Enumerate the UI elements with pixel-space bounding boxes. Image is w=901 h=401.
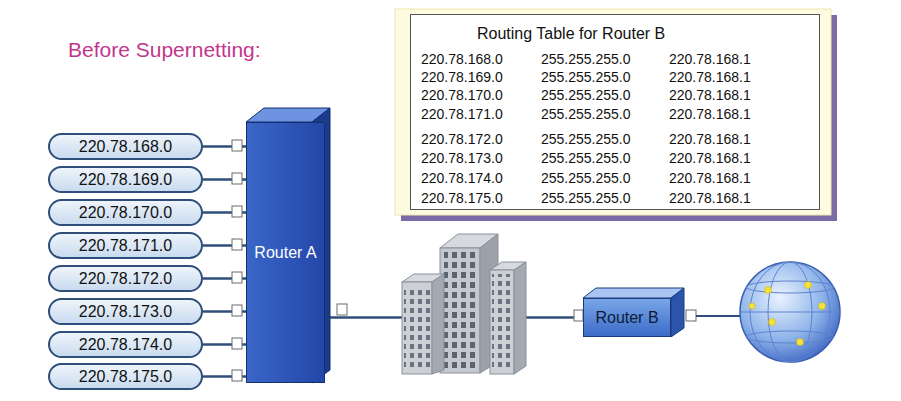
node-text: Routing Table for Router B	[477, 25, 665, 43]
table-cell: 220.78.168.1	[669, 69, 751, 85]
node-text: 220.78.169.0	[79, 171, 172, 189]
node-text: 220.78.171.0	[79, 237, 172, 255]
table-cell: 220.78.168.0	[421, 51, 503, 67]
network-box: 220.78.173.0	[48, 298, 203, 325]
network-box: 220.78.174.0	[48, 331, 203, 358]
table-frame	[395, 9, 831, 215]
globe-icon	[740, 262, 840, 362]
table-cell: 220.78.168.1	[669, 150, 751, 166]
network-box: 220.78.175.0	[48, 363, 203, 390]
table-cell: 220.78.168.1	[669, 51, 751, 67]
table-cell: 220.78.168.1	[669, 87, 751, 103]
table-cell: 220.78.175.0	[421, 190, 503, 206]
table-cell: 255.255.255.0	[541, 190, 631, 206]
network-box: 220.78.171.0	[48, 232, 203, 259]
table-cell: 255.255.255.0	[541, 69, 631, 85]
node-text: 220.78.173.0	[79, 303, 172, 321]
table-cell: 220.78.172.0	[421, 131, 503, 147]
table-cell: 220.78.168.1	[669, 170, 751, 186]
diagram-title: Before Supernetting:	[68, 38, 261, 62]
network-box: 220.78.169.0	[48, 166, 203, 193]
router-top	[583, 288, 684, 298]
table-cell: 255.255.255.0	[541, 170, 631, 186]
node-text: Router B	[595, 309, 658, 327]
table-cell: 220.78.168.1	[669, 131, 751, 147]
network-box: 220.78.170.0	[48, 199, 203, 226]
router-box: Router B	[583, 298, 671, 337]
routing-table: Routing Table for Router B 220.78.168.0 25…	[410, 14, 820, 210]
network-box: 220.78.172.0	[48, 265, 203, 292]
node-text: Router A	[254, 244, 316, 262]
router-box: Router A	[246, 122, 325, 383]
table-cell: 255.255.255.0	[541, 131, 631, 147]
table-shadow	[401, 15, 837, 221]
node-text: 220.78.174.0	[79, 336, 172, 354]
building-icon	[402, 234, 526, 374]
node-text: 220.78.170.0	[79, 204, 172, 222]
router-side	[671, 288, 684, 337]
wire	[696, 315, 742, 317]
node-text: 220.78.168.0	[79, 138, 172, 156]
table-cell: 255.255.255.0	[541, 51, 631, 67]
network-box: 220.78.168.0	[48, 133, 203, 160]
node-text: 220.78.175.0	[79, 368, 172, 386]
table-cell: 220.78.174.0	[421, 170, 503, 186]
node-text: 220.78.172.0	[79, 270, 172, 288]
table-cell: 220.78.169.0	[421, 69, 503, 85]
table-cell: 255.255.255.0	[541, 87, 631, 103]
table-cell: 255.255.255.0	[541, 150, 631, 166]
table-cell: 220.78.170.0	[421, 87, 503, 103]
table-cell: 220.78.168.1	[669, 190, 751, 206]
table-cell: 220.78.173.0	[421, 150, 503, 166]
table-cell: 220.78.168.1	[669, 106, 751, 122]
table-cell: 255.255.255.0	[541, 106, 631, 122]
table-cell: 220.78.171.0	[421, 106, 503, 122]
